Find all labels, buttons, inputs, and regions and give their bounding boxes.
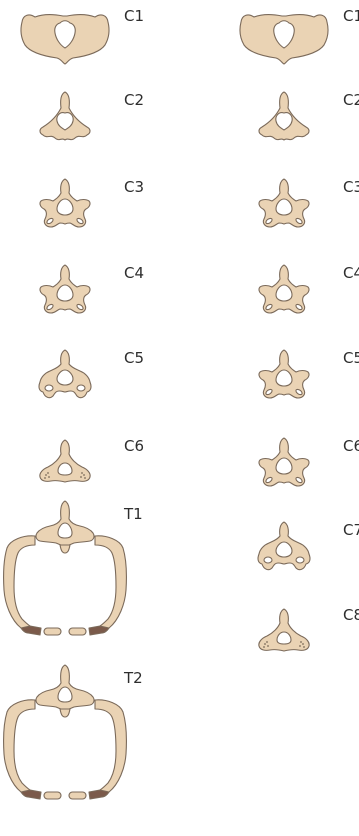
vertebra-right-c8 [259, 609, 309, 651]
label-left-c4: C4 [124, 264, 144, 282]
vertebra-right-c7 [258, 522, 310, 570]
label-left-c1: C1 [124, 7, 144, 25]
vertebra-left-c3 [40, 179, 90, 227]
label-right-c4: C4 [343, 264, 359, 282]
label-left-t2: T2 [123, 669, 143, 687]
label-left-c5: C5 [124, 349, 144, 367]
label-right-c5: C5 [343, 349, 359, 367]
label-right-c1: C1 [343, 7, 359, 25]
vertebra-right-c6 [259, 438, 309, 486]
label-left-c2: C2 [124, 91, 144, 109]
vertebra-left-t1 [4, 501, 127, 635]
vertebra-left-c6 [40, 440, 90, 482]
vertebra-left-t2 [4, 665, 127, 799]
label-left-c6: C6 [124, 437, 144, 455]
vertebra-right-c5 [259, 350, 309, 398]
vertebra-left-c1 [21, 15, 109, 64]
label-right-c2: C2 [343, 91, 359, 109]
vertebra-left-c4 [40, 265, 90, 313]
label-left-c3: C3 [124, 178, 144, 196]
vertebra-left-c5 [39, 350, 91, 398]
vertebra-right-c1 [240, 15, 328, 64]
label-left-t1: T1 [123, 505, 143, 523]
label-right-c3: C3 [343, 178, 359, 196]
vertebra-right-c4 [259, 265, 309, 313]
label-right-c8: C8 [343, 606, 359, 624]
vertebra-right-c3 [259, 179, 309, 227]
label-right-c7: C7 [343, 521, 359, 539]
label-right-c6: C6 [343, 437, 359, 455]
vertebra-left-c2 [40, 92, 90, 140]
vertebra-right-c2 [259, 92, 309, 140]
